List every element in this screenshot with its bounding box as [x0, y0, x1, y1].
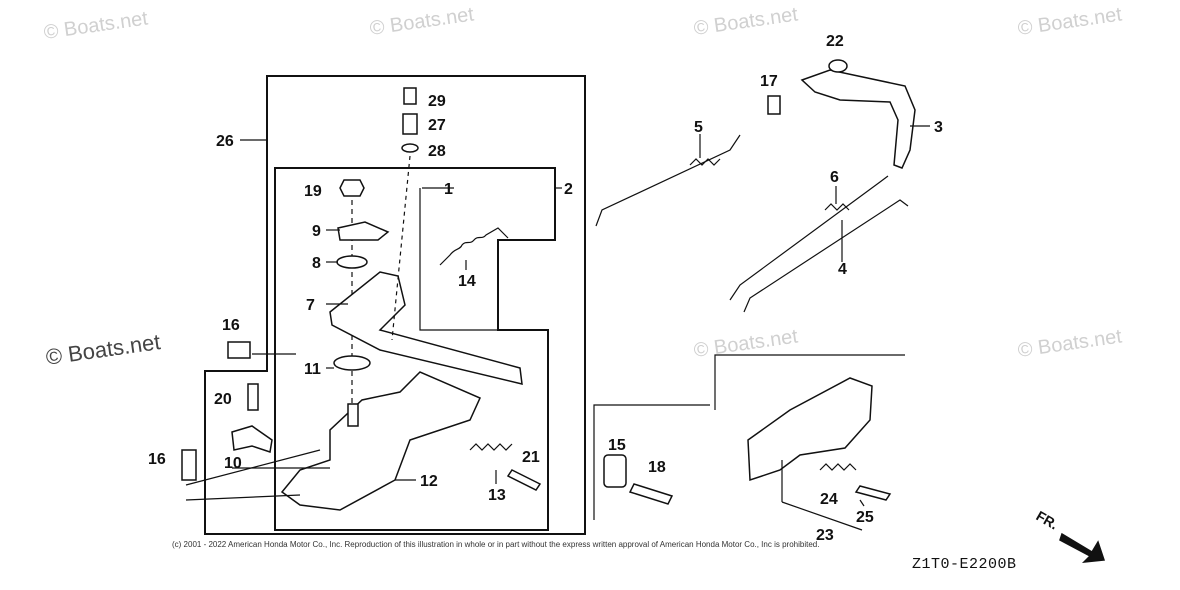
- callout-27: 27: [428, 117, 446, 134]
- callout-18: 18: [648, 459, 666, 476]
- leader-16-lower-b: [185, 494, 301, 501]
- washer-11: [333, 355, 371, 371]
- callout-10: 10: [224, 455, 242, 472]
- callout-7: 7: [306, 297, 315, 314]
- rod-6: [729, 175, 889, 301]
- bolt-25: [854, 485, 892, 501]
- callout-17: 17: [760, 73, 778, 90]
- stud: [347, 403, 359, 427]
- diagram-code: Z1T0-E2200B: [912, 556, 1017, 573]
- assembly-frame-26: [204, 75, 586, 535]
- plate-9: [337, 221, 390, 241]
- assembly-frame-1: [419, 188, 498, 331]
- bolt-17: [767, 95, 781, 115]
- clip-10: [231, 425, 273, 453]
- callout-8: 8: [312, 255, 321, 272]
- callout-1: 1: [444, 181, 453, 198]
- rod-4: [743, 199, 909, 313]
- callout-22: 22: [826, 33, 844, 50]
- callout-13: 13: [488, 487, 506, 504]
- leader-25: [859, 499, 865, 507]
- leader-23-b: [781, 501, 863, 531]
- callout-25: 25: [856, 509, 874, 526]
- bolt-16-lower: [181, 449, 197, 481]
- screw-21: [506, 469, 542, 491]
- axis-29: [391, 155, 411, 341]
- callout-3: 3: [934, 119, 943, 136]
- bolt-18: [628, 483, 674, 505]
- collar-27: [402, 113, 418, 135]
- callout-4: 4: [838, 261, 847, 278]
- inset-frame-15: [593, 404, 710, 520]
- callout-15: 15: [608, 437, 626, 454]
- callout-23: 23: [816, 527, 834, 544]
- bracket-23: [747, 377, 873, 482]
- fr-arrow-icon: [1059, 532, 1106, 563]
- callout-20: 20: [214, 391, 232, 408]
- callout-16-lower: 16: [148, 451, 166, 468]
- copyright-notice: (c) 2001 - 2022 American Honda Motor Co.…: [172, 540, 820, 549]
- spring-24: [819, 463, 857, 471]
- lever-7: [329, 271, 523, 385]
- nut-22: [828, 59, 848, 73]
- collar-15: [603, 454, 627, 488]
- callout-5: 5: [694, 119, 703, 136]
- nut-19: [339, 179, 365, 197]
- bolt-16-upper: [227, 341, 251, 359]
- callout-26: 26: [216, 133, 234, 150]
- inset-frame-23: [714, 354, 905, 410]
- spring-6: [824, 203, 850, 211]
- callout-14: 14: [458, 273, 476, 290]
- callout-29: 29: [428, 93, 446, 110]
- callout-12: 12: [420, 473, 438, 490]
- spring-5: [689, 158, 721, 166]
- base-plate-12: [280, 371, 481, 511]
- lever-3: [800, 69, 916, 169]
- bolt-20: [247, 383, 259, 411]
- callout-19: 19: [304, 183, 322, 200]
- callout-24: 24: [820, 491, 838, 508]
- callout-6: 6: [830, 169, 839, 186]
- bolt-29: [403, 87, 417, 105]
- washer-8: [336, 255, 368, 269]
- rod-5: [595, 134, 741, 227]
- callout-2: 2: [564, 181, 573, 198]
- spring-14: [439, 227, 509, 266]
- washer-28: [401, 143, 419, 153]
- callout-9: 9: [312, 223, 321, 240]
- callout-28: 28: [428, 143, 446, 160]
- callout-11: 11: [304, 361, 321, 378]
- callout-21: 21: [522, 449, 540, 466]
- spring-13: [469, 443, 513, 451]
- callout-16-upper: 16: [222, 317, 240, 334]
